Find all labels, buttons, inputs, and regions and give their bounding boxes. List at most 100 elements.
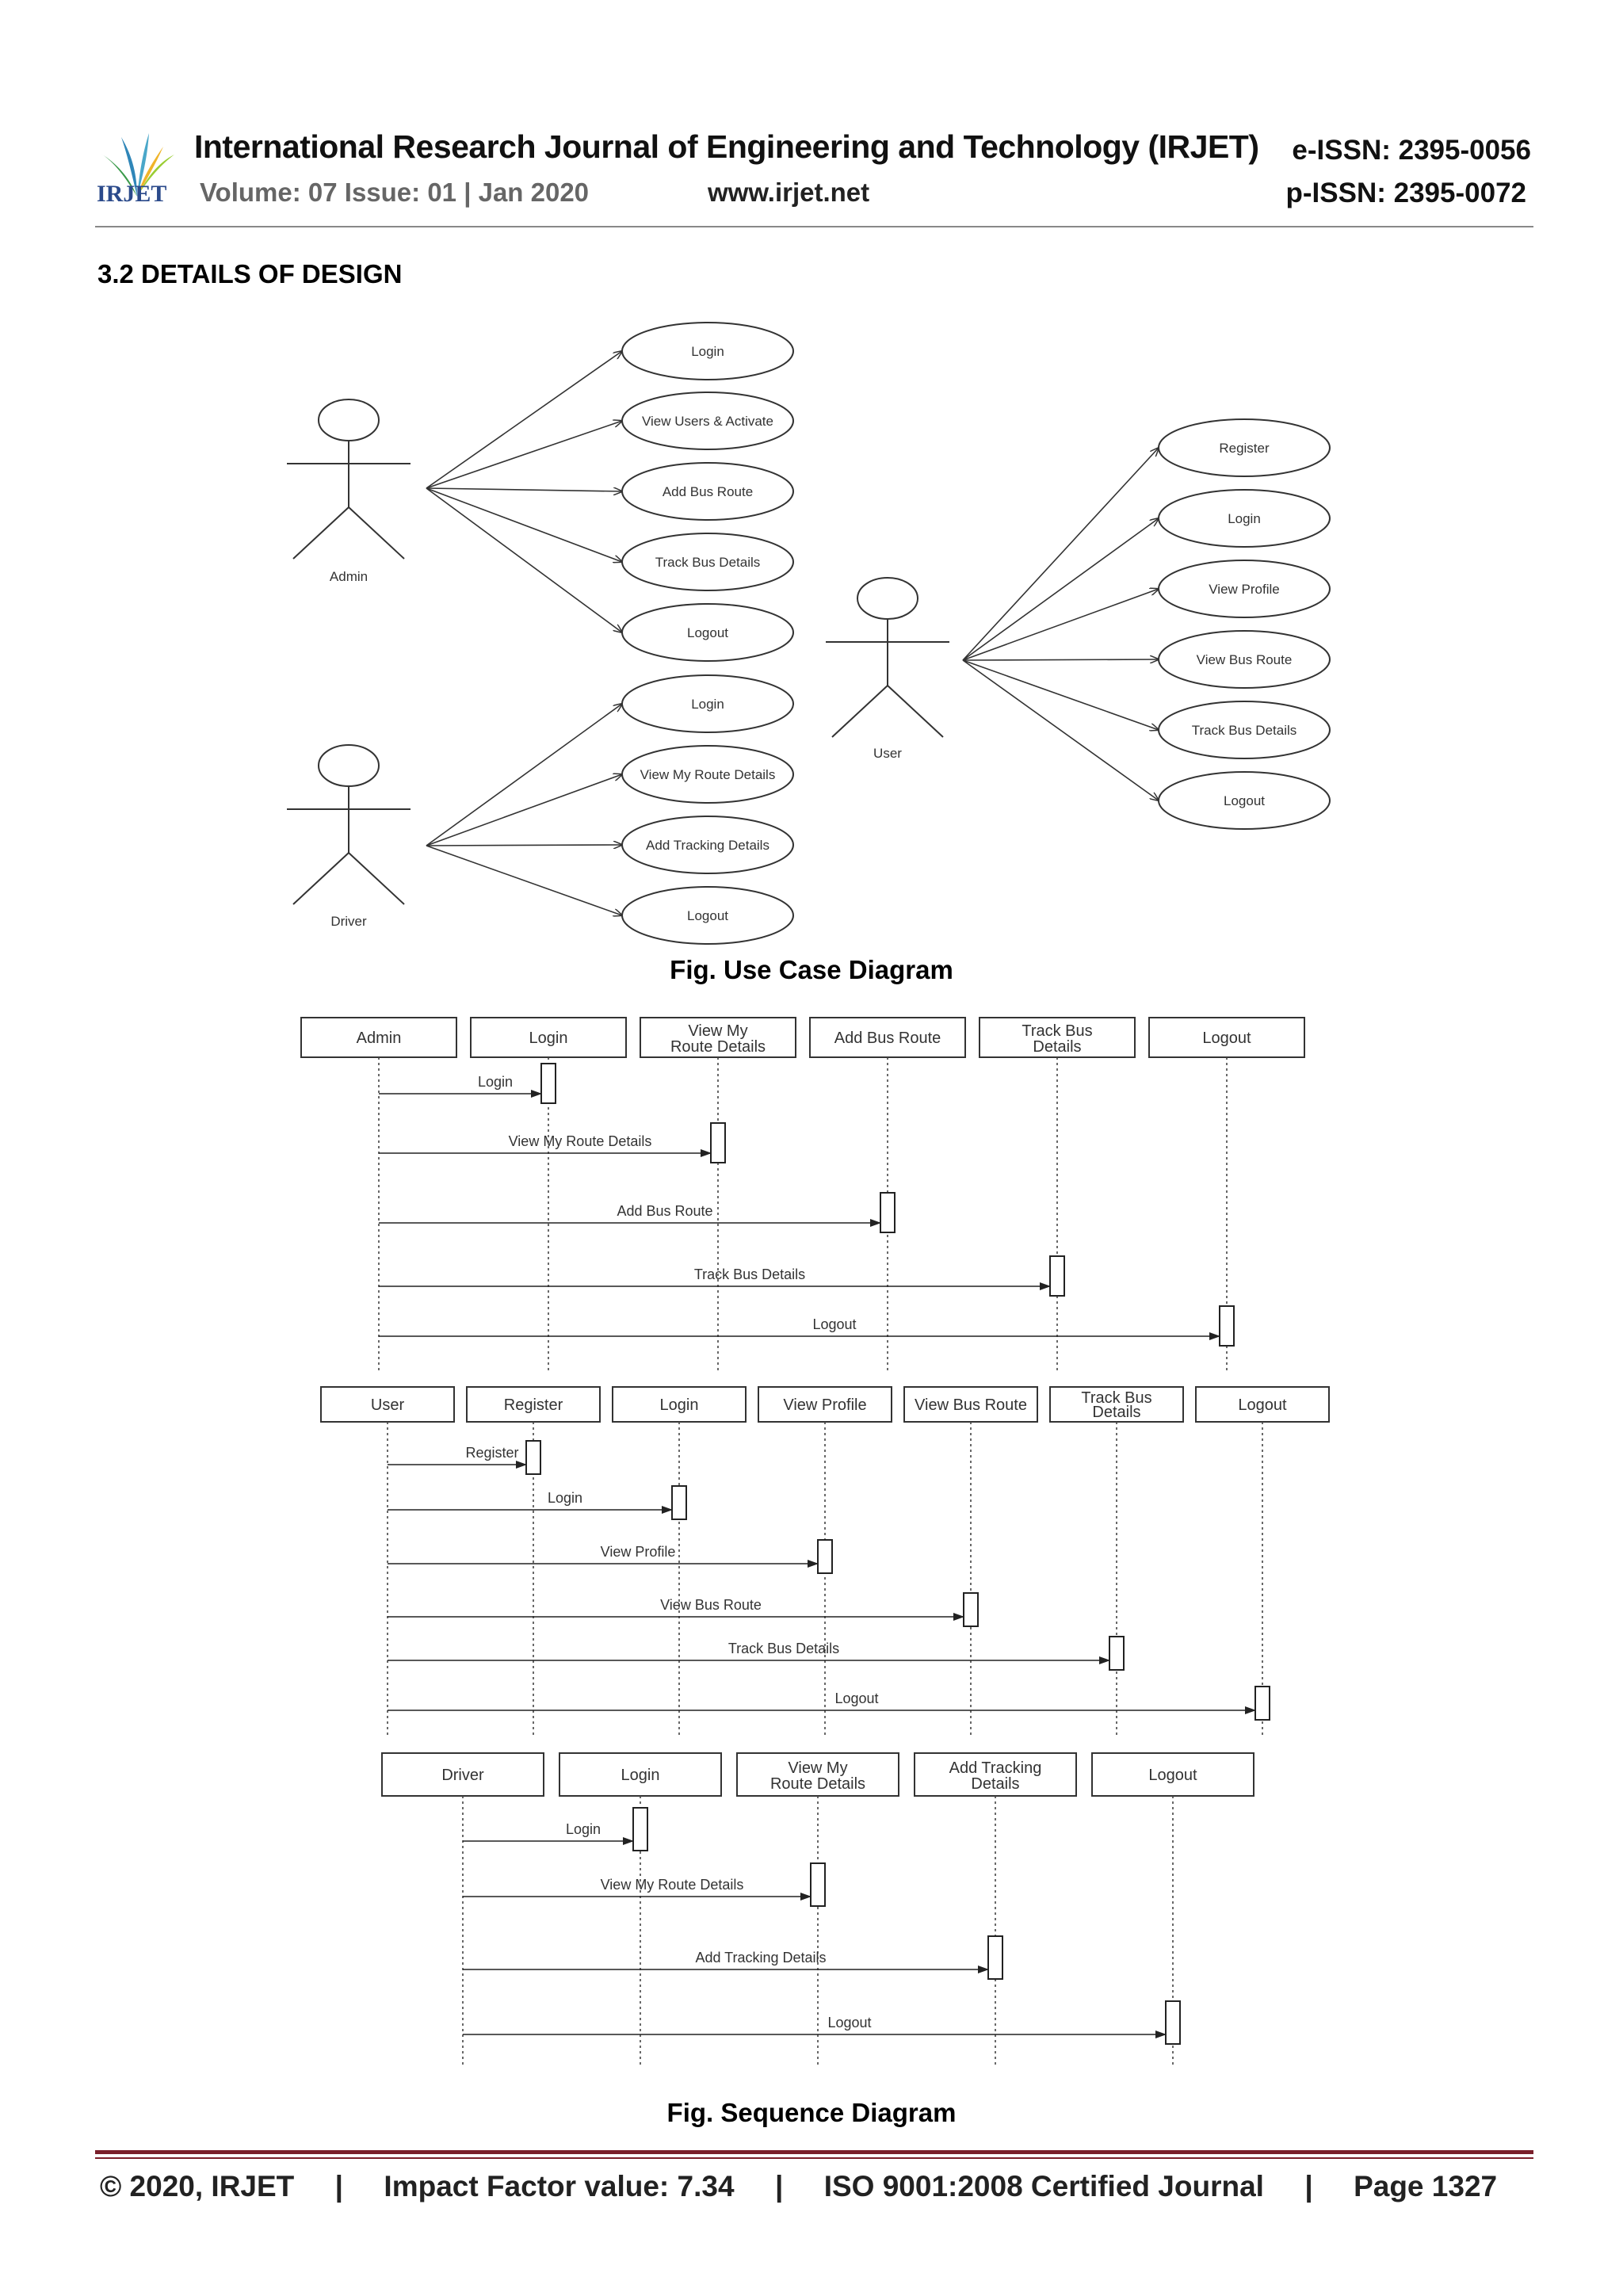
activation-bar [810,1862,826,1907]
activation-bar [963,1592,979,1627]
association-arrow [962,659,1159,730]
lifeline-label: Driver [441,1767,484,1784]
activation-bar [880,1192,896,1233]
irjet-logo [100,133,174,197]
lifeline-label: View Bus Route [915,1396,1027,1414]
actor-head [318,744,380,787]
use-case-label: Logout [687,625,728,640]
use-case-caption-text: Use Case Diagram [716,955,953,984]
user-use-case: Register [962,418,1331,661]
lifeline-box [300,1017,457,1058]
association-arrow [426,487,622,562]
message: Register [388,1440,541,1475]
activation-bar [1219,1305,1235,1347]
sequence-caption: Fig. Sequence Diagram [0,2098,1623,2128]
driver-use-case: Logout [426,845,794,945]
lifeline-register: Register [466,1386,601,1736]
lifeline-label-line1: Add Tracking [949,1759,1042,1777]
lifeline-login: Login [559,1752,722,2067]
admin-use-case: Login [426,322,794,489]
actor-leg [887,685,944,738]
use-case-label: View My Route Details [640,767,776,782]
user-use-case: View Profile [962,560,1331,661]
lifeline-add-bus-route: Add Bus Route [809,1017,966,1371]
message-label: Track Bus Details [694,1266,805,1282]
admin-use-case: Add Bus Route [426,462,794,521]
message: Login [463,1807,648,1851]
message-label: View My Route Details [509,1133,652,1149]
footer-rule-thick [95,2150,1533,2154]
use-case-label: Track Bus Details [655,555,761,570]
actor-leg [292,506,349,560]
p-issn: p-ISSN: 2395-0072 [1285,178,1526,208]
use-case-ellipse [1158,489,1331,548]
lifeline-box [736,1752,899,1797]
use-case-label: Login [691,344,724,359]
lifeline-label: Login [660,1396,699,1414]
message-label: View Profile [601,1544,676,1560]
message-label: Track Bus Details [728,1641,839,1656]
lifeline-box [903,1386,1038,1423]
message: Logout [379,1305,1235,1347]
lifeline-label-line1: View My [688,1022,747,1040]
use-case-ellipse [621,392,794,450]
message: Login [388,1485,687,1520]
use-case-label: Add Tracking Details [646,838,769,853]
lifeline-label: Add Bus Route [834,1030,941,1047]
lifeline-box [559,1752,722,1797]
admin-use-case: View Users & Activate [426,392,794,489]
website-link[interactable]: www.irjet.net [708,178,870,207]
association-arrow [426,704,622,846]
lifeline-box [1091,1752,1254,1797]
message: View My Route Details [379,1122,726,1163]
association-arrow [426,421,622,489]
actor-user: User [826,577,949,761]
lifeline-box [466,1386,601,1423]
use-case-ellipse [621,745,794,804]
lifeline-driver: Driver [381,1752,544,2067]
association-arrow [426,845,622,915]
association-arrow [962,518,1159,661]
lifeline-box [612,1386,747,1423]
use-case-label: Logout [1224,793,1265,808]
driver-use-case: Add Tracking Details [426,816,794,874]
message-label: Add Bus Route [617,1203,712,1219]
activation-bar [632,1807,648,1851]
association-arrow [426,351,622,489]
lifeline-label-line2: Details [1033,1038,1081,1056]
message: Add Bus Route [379,1192,896,1233]
user-use-case: View Bus Route [962,630,1331,689]
use-case-label: View Profile [1209,582,1279,597]
message-label: Register [465,1445,518,1461]
admin-use-case: Logout [426,487,794,662]
activation-bar [671,1485,687,1520]
activation-bar [1165,2000,1181,2045]
message-label: Login [548,1490,582,1506]
lifeline-box [1049,1386,1184,1423]
footer-rule-thin [95,2157,1533,2159]
message: View Profile [388,1539,833,1574]
message-label: Logout [834,1690,878,1706]
use-case-ellipse [621,816,794,874]
actor-leg [292,852,349,905]
activation-bar [540,1063,556,1104]
sequence-caption-text: Sequence Diagram [713,2098,957,2127]
use-case-ellipse [1158,771,1331,830]
lifeline-label: Login [621,1767,660,1784]
actor-admin: Admin [287,399,411,584]
message: Add Tracking Details [463,1935,1003,1980]
message: Logout [388,1686,1270,1721]
message: Track Bus Details [379,1255,1065,1297]
lifeline-box [640,1017,796,1058]
association-arrow [962,448,1159,661]
message-label: View My Route Details [601,1877,744,1893]
driver-use-case: Login [426,674,794,846]
association-arrow [962,659,1159,800]
lifeline-logout: Logout [1195,1386,1330,1736]
association-arrow [962,589,1159,661]
use-case-label: Login [1228,511,1261,526]
journal-title: International Research Journal of Engine… [194,128,1259,165]
